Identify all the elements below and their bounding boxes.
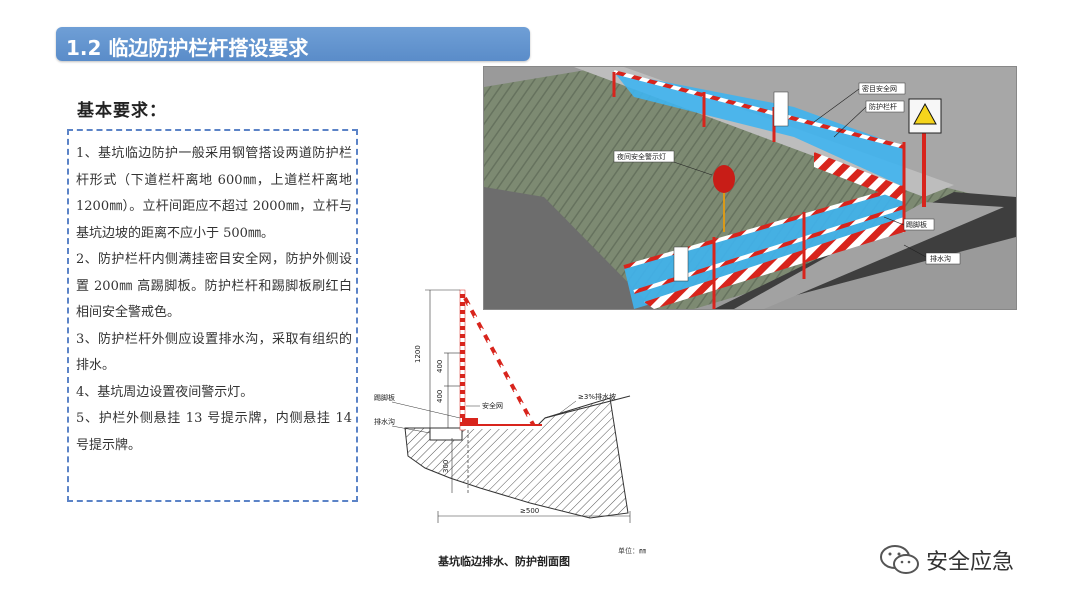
guardrail-illustration: 密目安全网 防护栏杆 夜间安全警示灯 踢脚板 排水沟: [483, 66, 1017, 310]
photo-label-lamp: 夜间安全警示灯: [613, 150, 713, 176]
unit-note: 单位：㎜: [618, 547, 646, 555]
svg-text:密目安全网: 密目安全网: [862, 84, 897, 93]
figure-caption: 基坑临边排水、防护剖面图: [438, 555, 570, 568]
label-ditch: 排水沟: [374, 417, 395, 426]
photo-label-ditch: 排水沟: [903, 244, 961, 265]
photo-label-toe: 踢脚板: [883, 216, 935, 231]
wechat-icon: [880, 545, 919, 574]
dim-400-top: 400: [436, 360, 444, 373]
requirements-box: [67, 129, 358, 502]
requirement-item-1: 1、基坑临边防护一般采用钢管搭设两道防护栏杆形式（下道栏杆离地 600㎜，上道栏…: [76, 146, 352, 241]
page-title: 1.2 临边防护栏杆搭设要求: [66, 36, 309, 60]
title-bar: 1.2 临边防护栏杆搭设要求: [56, 27, 530, 61]
cross-section-drawing: 1200 400 400 300 ≥500 踢脚板 排水沟 安全网 ≥3%排水坡: [374, 289, 631, 523]
label-toeboard: 踢脚板: [374, 393, 395, 402]
photo-label-rail: 防护栏杆: [833, 100, 905, 138]
svg-text:防护栏杆: 防护栏杆: [869, 102, 897, 111]
section-heading: 基本要求：: [77, 101, 167, 121]
requirement-item-4: 4、基坑周边设置夜间警示灯。: [76, 384, 254, 400]
requirement-item-3: 3、防护栏杆外侧应设置排水沟，采取有组织的排水。: [76, 331, 352, 374]
dim-300: 300: [442, 460, 450, 473]
requirement-item-5: 5、护栏外侧悬挂 13 号提示牌，内侧悬挂 14 号提示牌。: [76, 411, 352, 453]
wechat-watermark: 安全应急: [878, 543, 1014, 577]
dim-1200: 1200: [414, 345, 422, 363]
dim-500: ≥500: [520, 507, 539, 515]
svg-text:排水沟: 排水沟: [930, 254, 951, 263]
requirements-list: 1、基坑临边防护一般采用钢管搭设两道防护栏杆形式（下道栏杆离地 600㎜，上道栏…: [76, 141, 352, 459]
requirement-item-2: 2、防护栏杆内侧满挂密目安全网，防护外侧设置 200㎜ 高踢脚板。防护栏杆和踢脚…: [76, 252, 352, 320]
label-net: 安全网: [482, 401, 503, 410]
photo-label-net: 密目安全网: [813, 82, 906, 123]
svg-text:夜间安全警示灯: 夜间安全警示灯: [617, 152, 666, 161]
watermark-text: 安全应急: [926, 550, 1015, 575]
dim-400-bottom: 400: [436, 390, 444, 403]
label-slope: ≥3%排水坡: [578, 392, 616, 401]
svg-text:踢脚板: 踢脚板: [906, 220, 927, 229]
